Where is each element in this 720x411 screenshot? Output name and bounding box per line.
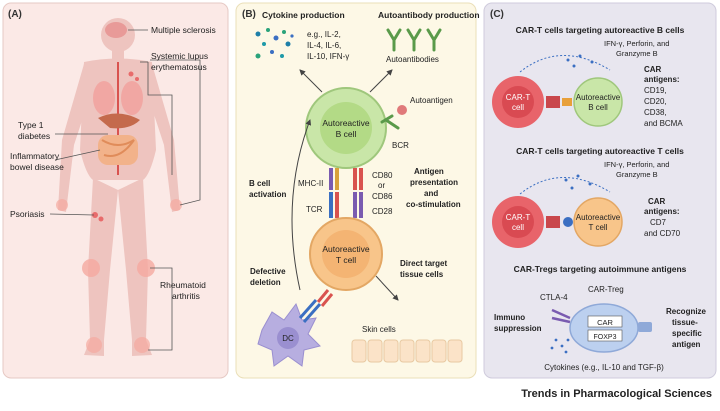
car-antigens-b-1: CAR [644,65,662,74]
human-body-illustration [56,18,182,356]
autoantigen-label: Autoantigen [410,96,453,105]
immuno-suppression-2: suppression [494,324,542,333]
recognize-2: tissue- [672,318,698,327]
panel-a-label: (A) [8,9,22,20]
panel-a: (A) [2,2,229,379]
label-erythematosus: erythematosus [151,62,207,72]
cart2-label-2: cell [512,223,524,232]
section2-effector-1: IFN-γ, Perforin, and [604,160,669,169]
cart1-label-1: CAR-T [506,93,531,102]
defective-deletion-1: Defective [250,267,286,276]
bcr-label: BCR [392,141,409,150]
section1-effector-1: IFN-γ, Perforin, and [604,39,669,48]
mhc-tcr-complex [329,168,339,218]
foxp3-label: FOXP3 [594,334,617,341]
dendritic-cell: DC [257,289,334,367]
antigen-presentation-2: presentation [410,178,458,187]
cytokine-production-title: Cytokine production [262,10,345,20]
antigen-presentation-3: and [424,189,438,198]
cd80-label: CD80 [372,171,393,180]
section2-title: CAR-T cells targeting autoreactive T cel… [516,146,684,156]
car-antigens-b-3: CD19, [644,86,667,95]
car-treg-label: CAR-Treg [588,285,624,294]
t-cell-label-2: T cell [336,255,356,265]
target-t-label-1: Autoreactive [576,213,621,222]
autoantibody-icons [386,28,442,52]
journal-footer: Trends in Pharmacological Sciences [521,388,712,400]
car-antigens-t-4: and CD70 [644,229,681,238]
label-rheumatoid: Rheumatoid [160,280,206,290]
cytokine-list-3: IL-10, IFN-γ [307,52,349,61]
cd86-label: CD86 [372,192,393,201]
panel-b: (B) Cytokine production Autoantibody pro… [235,2,480,379]
car-antigens-t-2: antigens: [644,207,680,216]
b-activation-2: activation [249,190,286,199]
car-antigens-b-4: CD20, [644,97,667,106]
section2-effector-2: Granzyme B [616,170,658,179]
recognize-1: Recognize [666,307,707,316]
cart-cell-1: CAR-T cell [492,76,544,128]
car-gene-label: CAR [597,318,613,327]
cd28-label: CD28 [372,207,393,216]
cytokines-label: Cytokines (e.g., IL-10 and TGF-β) [544,363,664,372]
cart-cell-2: CAR-T cell [492,196,544,248]
b-cell-label-1: Autoreactive [322,118,370,128]
b-cell-label-2: B cell [336,129,357,139]
car-antigens-b-2: antigens: [644,75,680,84]
section1-title: CAR-T cells targeting autoreactive B cel… [516,25,685,35]
panel-c: (C) CAR-T cells targeting autoreactive B… [483,2,717,379]
cytokine-list-1: e.g., IL-2, [307,30,341,39]
label-inflammatory: Inflammatory [10,151,60,161]
ctla4-label: CTLA-4 [540,293,568,302]
label-diabetes: diabetes [18,131,50,141]
target-t-cell: Autoreactive T cell [573,197,623,247]
label-multiple-sclerosis: Multiple sclerosis [151,25,216,35]
panel-c-label: (C) [490,9,504,20]
autoantibody-production-title: Autoantibody production [378,10,480,20]
cytokine-dots [255,28,294,59]
target-b-label-2: B cell [588,103,608,112]
car-antigens-b-5: CD38, [644,108,667,117]
dc-label: DC [282,334,294,343]
tcr-label: TCR [306,205,323,214]
mhc-label: MHC-II [298,179,323,188]
autoantibodies-label: Autoantibodies [386,55,439,64]
target-b-label-1: Autoreactive [576,93,621,102]
skin-cells [351,339,463,363]
car-antigens-b-6: and BCMA [644,119,683,128]
recognize-3: specific [672,329,702,338]
autoreactive-b-cell: Autoreactive B cell [305,87,387,169]
b-activation-1: B cell [249,179,270,188]
label-systemic-lupus: Systemic lupus [151,51,208,61]
defective-deletion-2: deletion [250,278,281,287]
section1-effector-2: Granzyme B [616,49,658,58]
antigen-presentation-1: Antigen [414,167,444,176]
label-arthritis: arthritis [172,291,200,301]
immuno-suppression-1: Immuno [494,313,525,322]
section3-title: CAR-Tregs targeting autoimmune antigens [514,264,687,274]
autoreactive-t-cell: Autoreactive T cell [309,217,383,291]
car-antigens-t-3: CD7 [650,218,667,227]
car-treg-cell: CAR FOXP3 [569,303,639,353]
panel-b-label: (B) [242,9,256,20]
car-antigens-t-1: CAR [648,197,666,206]
label-bowel-disease: bowel disease [10,162,64,172]
cart1-label-2: cell [512,103,524,112]
skin-cells-label: Skin cells [362,325,396,334]
label-psoriasis: Psoriasis [10,209,44,219]
or-label: or [378,181,385,190]
cart2-label-1: CAR-T [506,213,531,222]
target-t-label-2: T cell [589,223,608,232]
recognize-4: antigen [672,340,701,349]
t-cell-label-1: Autoreactive [322,244,370,254]
target-b-cell: Autoreactive B cell [573,77,623,127]
antigen-presentation-4: co-stimulation [406,200,461,209]
direct-target-2: tissue cells [400,270,444,279]
label-type1: Type 1 [18,120,44,130]
direct-target-1: Direct target [400,259,447,268]
cytokine-list-2: IL-4, IL-6, [307,41,341,50]
costimulation-complex [353,168,363,218]
